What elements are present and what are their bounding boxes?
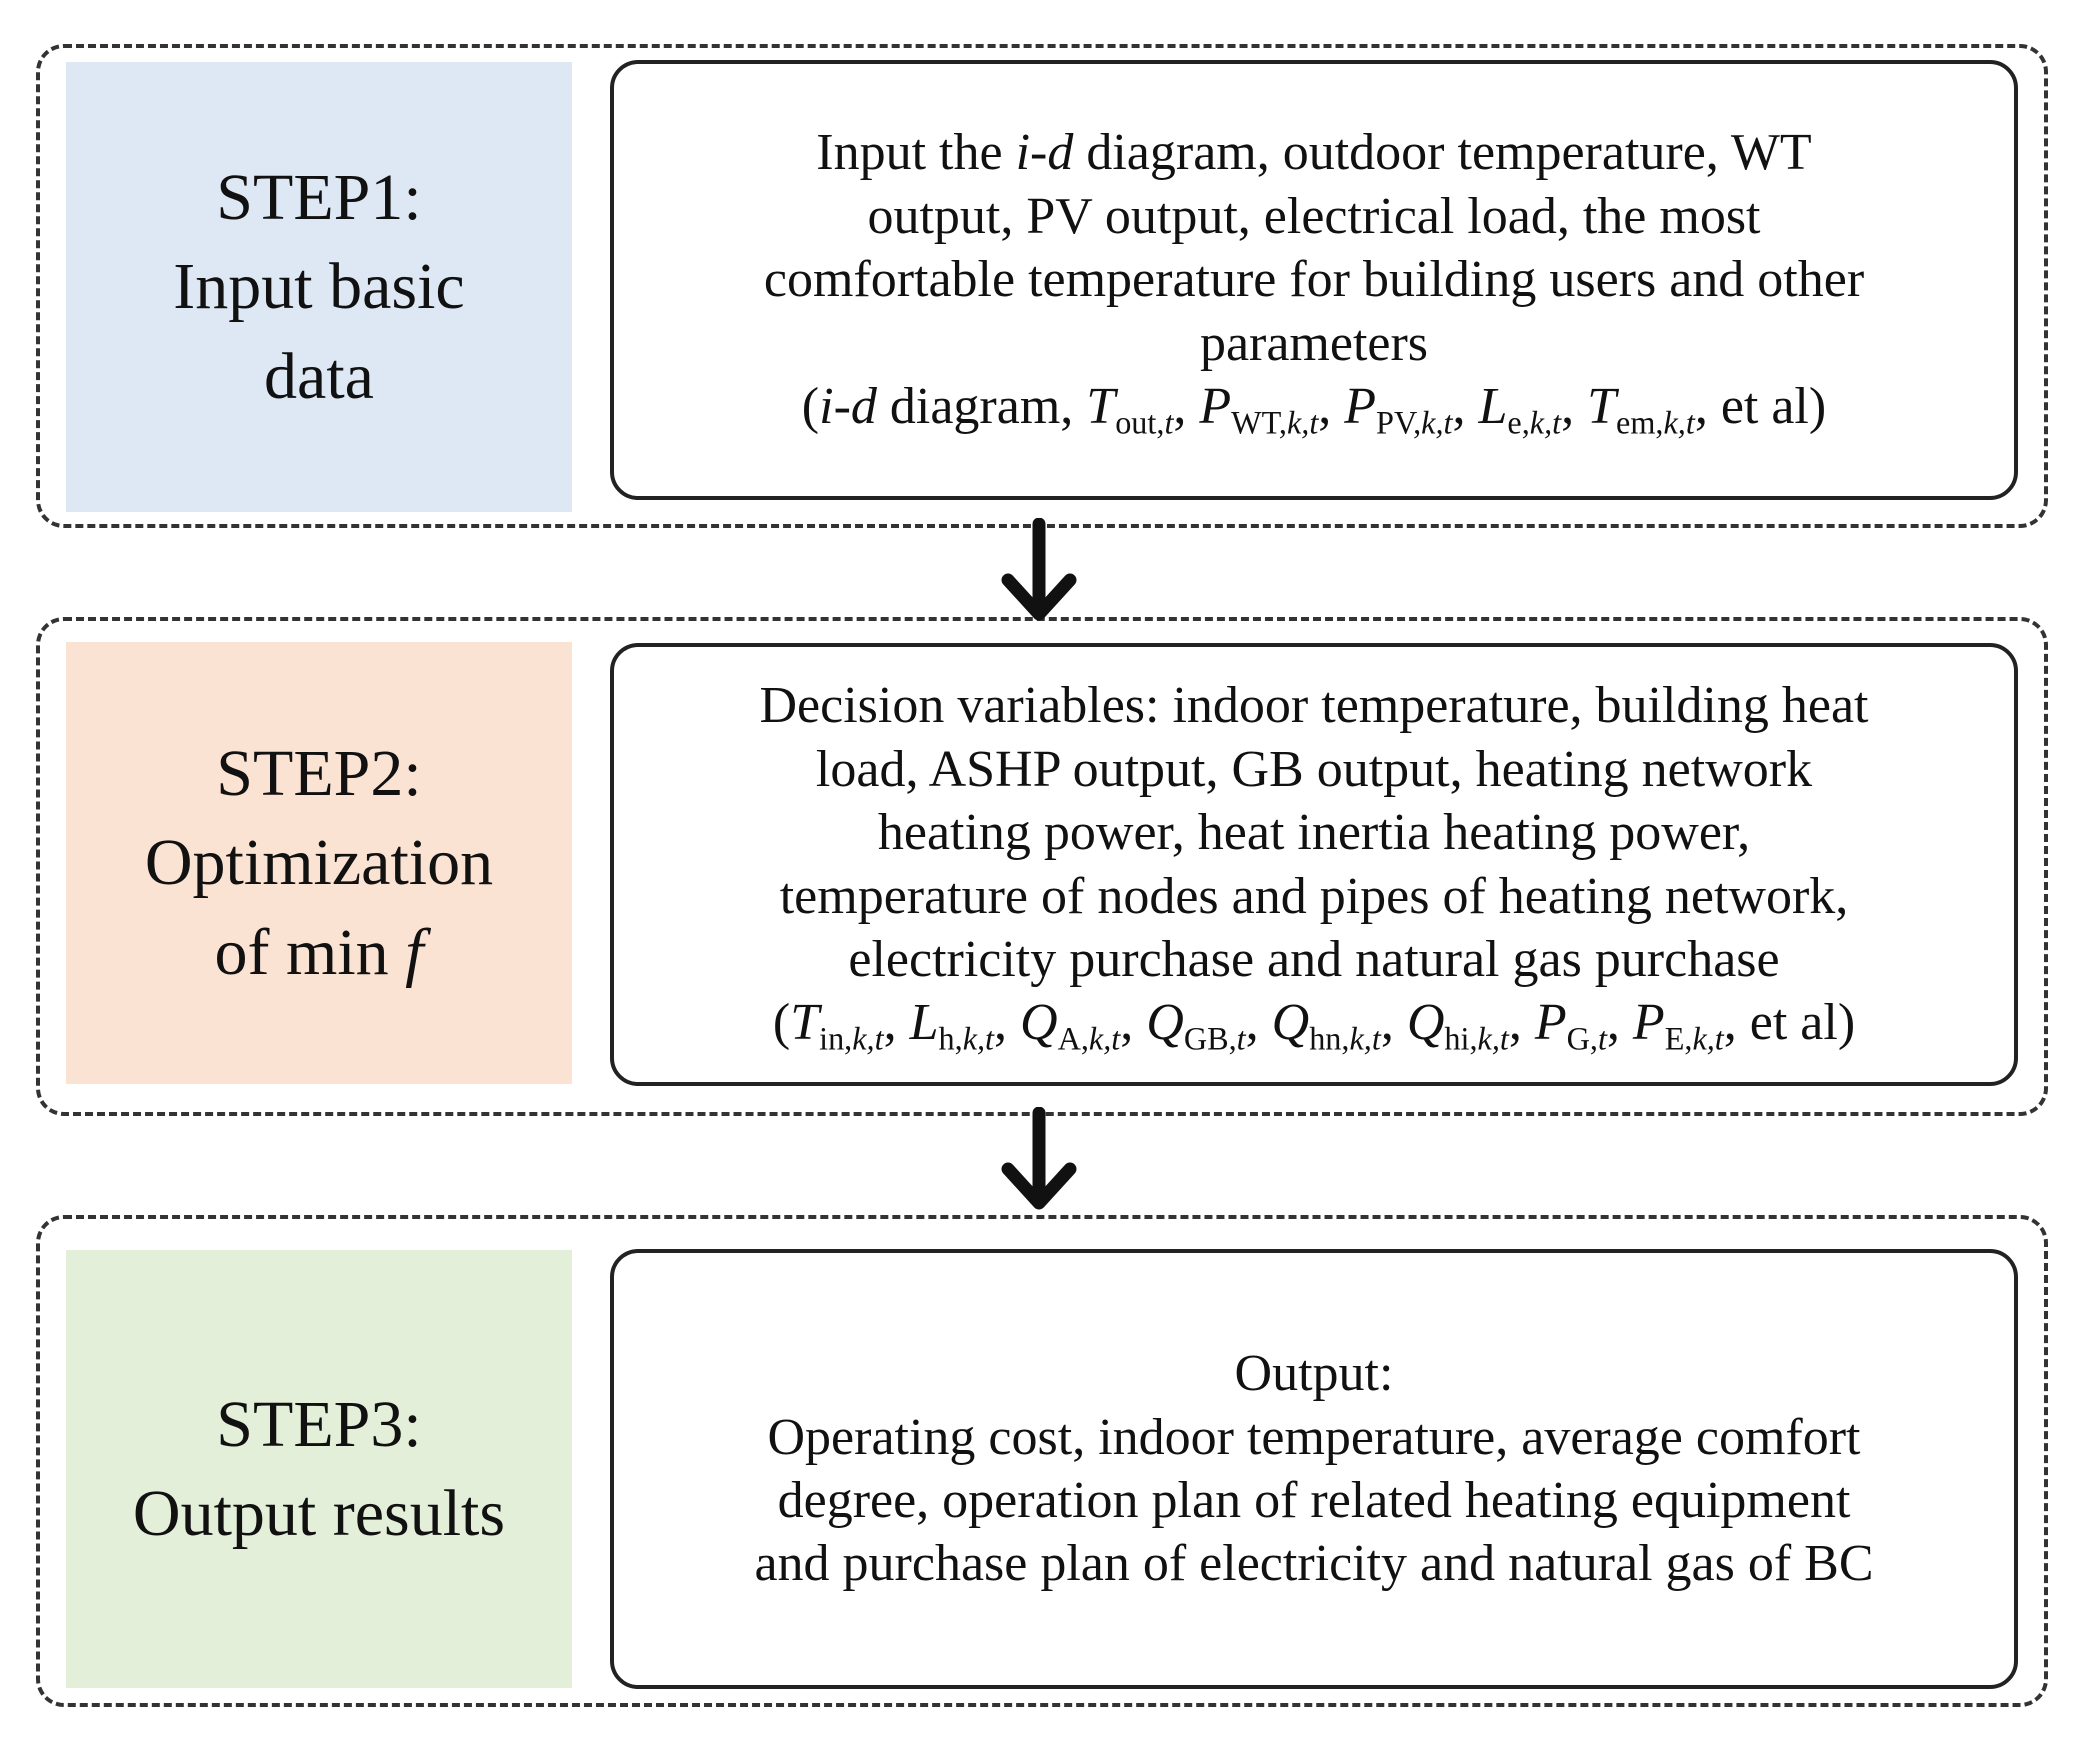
step2-content-box: Decision variables: indoor temperature, … [610, 643, 2018, 1086]
variable-symbol: L [909, 994, 939, 1052]
variable-symbol: L [1478, 378, 1508, 436]
step1-content-id-term: i-d [1015, 124, 1074, 182]
math-variable: Tem,k,t [1587, 378, 1695, 438]
variable-symbol: Q [1146, 994, 1184, 1052]
variable-subscript: GB,t [1183, 1020, 1246, 1057]
step3-label-box: STEP3: Output results [66, 1250, 572, 1688]
variable-symbol: T [1086, 378, 1116, 436]
step2-label-min: of min [214, 915, 406, 989]
step2-label-f: f [405, 915, 424, 989]
step1-title: STEP1: [216, 161, 422, 235]
variable-symbol: Q [1406, 994, 1445, 1052]
math-variable: PPV,k,t [1344, 378, 1452, 438]
variable-subscript: hi,k,t [1444, 1020, 1509, 1057]
step2-content-line2: load, ASHP output, GB output, heating ne… [815, 740, 1813, 798]
step1-content-line4: parameters [1199, 314, 1429, 372]
variable-subscript: e,k,t [1507, 404, 1562, 441]
variable-subscript: WT,k,t [1231, 404, 1319, 441]
step3-title: STEP3: [216, 1387, 422, 1461]
step1-content-line2: output, PV output, electrical load, the … [867, 187, 1761, 245]
step1-content-pre: Input the [816, 124, 1016, 182]
math-variable: Lh,k,t [909, 994, 994, 1054]
vars-open: ( [772, 994, 791, 1052]
math-variable: Tout,t [1086, 378, 1173, 438]
variable-subscript: E,k,t [1664, 1020, 1724, 1057]
math-variable: PG,t [1534, 994, 1607, 1054]
variable-subscript: A,k,t [1057, 1020, 1121, 1057]
down-arrow-icon [1001, 1107, 1077, 1210]
variable-symbol: P [1632, 994, 1665, 1052]
math-variable: QGB,t [1146, 994, 1245, 1054]
step1-label-line2: data [264, 339, 374, 413]
step3-content-line3: degree, operation plan of related heatin… [777, 1472, 1851, 1529]
vars-id-term: i-d [819, 378, 877, 436]
variable-symbol: Q [1271, 994, 1310, 1052]
math-variable: PWT,k,t [1199, 378, 1318, 438]
math-variable: Qhn,k,t [1271, 994, 1381, 1054]
vars-close: et al) [1707, 378, 1827, 436]
step2-content-line5: electricity purchase and natural gas pur… [848, 930, 1780, 988]
variable-subscript: hn,k,t [1309, 1020, 1381, 1057]
variable-symbol: P [1534, 994, 1567, 1052]
variable-symbol: Q [1020, 994, 1058, 1052]
variable-symbol: P [1199, 378, 1232, 436]
step3-content-line1: Output: [1234, 1345, 1394, 1403]
step2-title: STEP2: [216, 737, 422, 811]
step1-variables-line: (i-d diagram, Tout,t, PWT,k,t, PPV,k,t, … [802, 375, 1826, 438]
step1-content-line3: comfortable temperature for building use… [763, 251, 1865, 309]
variable-symbol: T [790, 994, 820, 1052]
variable-subscript: PV,k,t [1376, 404, 1453, 441]
variable-symbol: T [1587, 378, 1617, 436]
step2-content-line4: temperature of nodes and pipes of heatin… [779, 867, 1849, 925]
step2-content-line1: Decision variables: indoor temperature, … [759, 677, 1869, 735]
variable-subscript: h,k,t [938, 1020, 995, 1057]
step3-content-line2: Operating cost, indoor temperature, aver… [767, 1408, 1861, 1466]
vars-open: ( [801, 378, 820, 436]
variable-subscript: in,k,t [819, 1020, 884, 1057]
variable-subscript: em,k,t [1616, 404, 1695, 441]
variable-subscript: G,t [1566, 1020, 1607, 1057]
math-variable: PE,k,t [1632, 994, 1724, 1054]
step2-variables-line: (Tin,k,t, Lh,k,t, QA,k,t, QGB,t, Qhn,k,t… [773, 991, 1855, 1054]
math-variable: Qhi,k,t [1406, 994, 1509, 1054]
step2-label-line2: of min f [215, 908, 424, 997]
step1-label-box: STEP1: Input basic data [66, 62, 572, 512]
step2-variable-list: Tin,k,t, Lh,k,t, QA,k,t, QGB,t, Qhn,k,t,… [790, 994, 1737, 1057]
step3-frame [36, 1215, 2048, 1707]
step2-label-box: STEP2: Optimization of min f [66, 642, 572, 1084]
step3-content-line4: and purchase plan of electricity and nat… [754, 1535, 1874, 1593]
step1-content-line1: Input the i-d diagram, outdoor temperatu… [816, 121, 1811, 184]
variable-subscript: out,t [1115, 404, 1174, 441]
vars-close: et al) [1736, 994, 1856, 1052]
step3-label-line1: Output results [132, 1477, 506, 1550]
step1-label-line1: Input basic [173, 250, 465, 324]
down-arrow-icon [1001, 518, 1077, 621]
step3-content-box: Output: Operating cost, indoor temperatu… [610, 1249, 2018, 1689]
step2-content-line3: heating power, heat inertia heating powe… [877, 804, 1751, 862]
variable-symbol: P [1344, 378, 1377, 436]
step1-content-box: Input the i-d diagram, outdoor temperatu… [610, 60, 2018, 500]
math-variable: QA,k,t [1020, 994, 1120, 1054]
step1-content-rest: diagram, outdoor temperature, WT [1073, 124, 1812, 182]
vars-id-rest: diagram, [876, 378, 1087, 436]
math-variable: Le,k,t [1478, 378, 1561, 438]
math-variable: Tin,k,t [790, 994, 883, 1054]
step2-label-line1: Optimization [144, 826, 494, 900]
step1-variable-list: Tout,t, PWT,k,t, PPV,k,t, Le,k,t, Tem,k,… [1086, 378, 1708, 441]
